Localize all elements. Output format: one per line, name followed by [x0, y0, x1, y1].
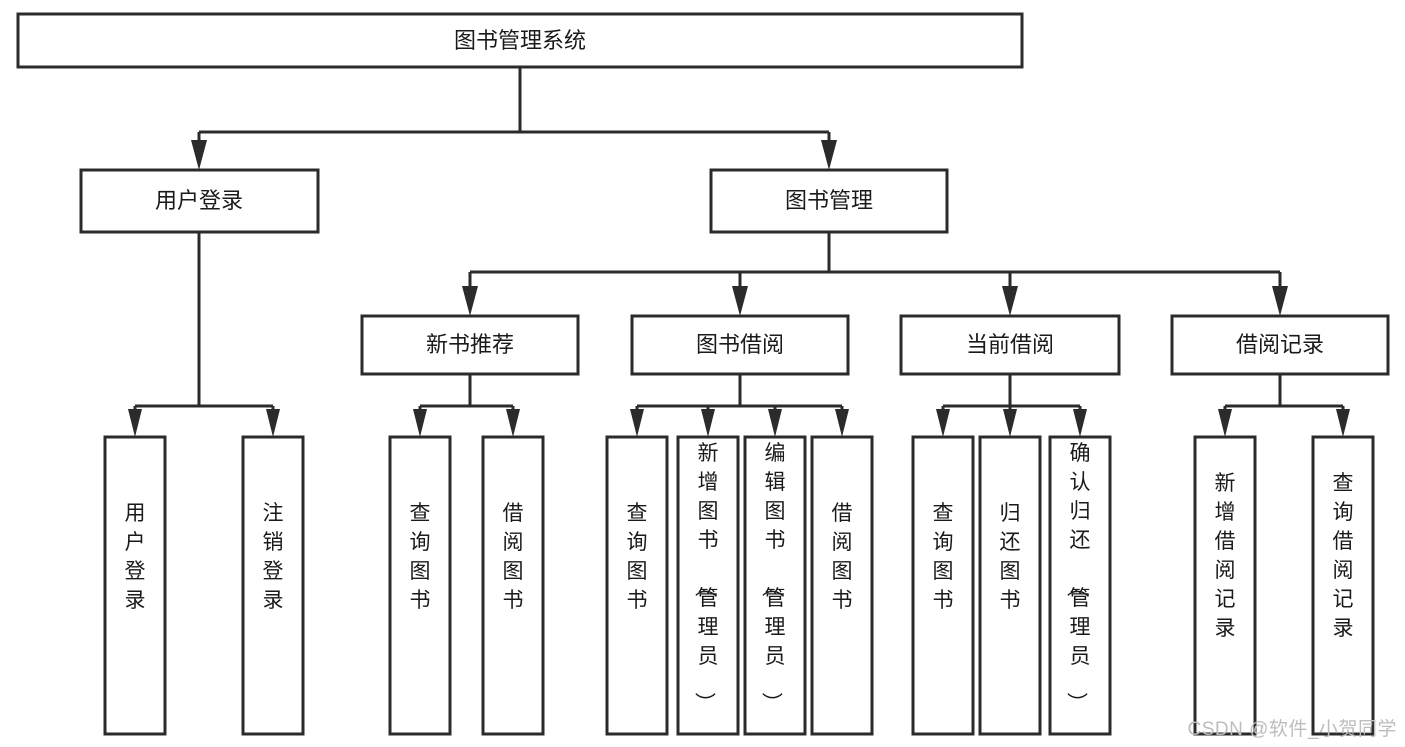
node-leaf-borrow-book-1[interactable]: 借阅图书	[481, 435, 545, 736]
node-new-book-recommend-box[interactable]	[360, 314, 580, 376]
csdn-watermark: CSDN @软件_小贺同学	[1187, 719, 1397, 740]
node-leaf-add-book-label: 新增图书（管理员）	[693, 442, 719, 713]
node-leaf-query-book-2[interactable]: 查询图书	[605, 435, 669, 736]
arrow-head-current-borrow	[1002, 286, 1018, 316]
node-borrow-record[interactable]: 借阅记录	[1170, 314, 1390, 376]
node-current-borrow-box[interactable]	[899, 314, 1121, 376]
arrow-head-leaf-query-book-1	[413, 409, 427, 437]
node-leaf-query-record[interactable]: 查询借阅记录	[1311, 435, 1375, 736]
connector-group-user-login-leaves	[128, 232, 280, 437]
node-leaf-query-book-3-label: 查询图书	[933, 502, 954, 612]
node-book-borrow-label: 图书借阅	[696, 332, 784, 357]
connector-group-current-borrow-leaves	[936, 374, 1087, 437]
arrow-head-leaf-borrow-book-1	[506, 409, 520, 437]
node-leaf-query-book-3-box[interactable]	[911, 435, 975, 736]
arrow-head-new-book-recommend	[462, 286, 478, 316]
connector-group-book-management-to-level3	[462, 232, 1288, 316]
node-leaf-query-book-1[interactable]: 查询图书	[388, 435, 452, 736]
node-leaf-borrow-book-2[interactable]: 借阅图书	[810, 435, 874, 736]
node-user-login[interactable]: 用户登录	[79, 168, 320, 234]
arrow-head-leaf-edit-book	[768, 409, 782, 437]
node-root-box[interactable]	[16, 12, 1024, 69]
node-borrow-record-box[interactable]	[1170, 314, 1390, 376]
node-leaf-borrow-book-1-box[interactable]	[481, 435, 545, 736]
arrow-head-leaf-add-book	[701, 409, 715, 437]
node-leaf-edit-book-box[interactable]	[743, 435, 807, 736]
node-leaf-query-book-1-label: 查询图书	[410, 502, 431, 612]
node-leaf-logout-login[interactable]: 注销登录	[241, 435, 305, 736]
node-leaf-borrow-book-1-label: 借阅图书	[503, 502, 524, 612]
arrow-head-book-borrow	[732, 286, 748, 316]
node-current-borrow-label: 当前借阅	[966, 332, 1054, 357]
node-book-borrow[interactable]: 图书借阅	[630, 314, 850, 376]
node-leaf-add-record-box[interactable]	[1193, 435, 1257, 736]
node-leaf-borrow-book-2-label: 借阅图书	[832, 502, 853, 612]
node-leaf-confirm-return-box[interactable]	[1048, 435, 1112, 736]
node-leaf-query-record-label: 查询借阅记录	[1333, 472, 1354, 640]
arrow-head-borrow-record	[1272, 286, 1288, 316]
node-leaf-confirm-return-label: 确认归还（管理员）	[1065, 442, 1091, 713]
node-root-label: 图书管理系统	[454, 28, 586, 53]
node-leaf-logout-login-label: 注销登录	[263, 502, 284, 612]
node-new-book-recommend[interactable]: 新书推荐	[360, 314, 580, 376]
node-leaf-query-book-3[interactable]: 查询图书	[911, 435, 975, 736]
node-book-management-label: 图书管理	[785, 188, 873, 213]
node-leaf-edit-book[interactable]: 编辑图书（管理员）	[743, 435, 807, 736]
node-leaf-return-book[interactable]: 归还图书	[978, 435, 1042, 736]
node-book-management-box[interactable]	[709, 168, 949, 234]
node-leaf-return-book-box[interactable]	[978, 435, 1042, 736]
arrow-head-leaf-logout-login	[266, 409, 280, 437]
arrow-head-leaf-borrow-book-2	[835, 409, 849, 437]
arrow-head-leaf-return-book	[1003, 409, 1017, 437]
node-new-book-recommend-label: 新书推荐	[426, 332, 514, 357]
node-leaf-edit-book-label: 编辑图书（管理员）	[760, 442, 786, 713]
node-root[interactable]: 图书管理系统	[16, 12, 1024, 69]
node-leaf-user-login-box[interactable]	[103, 435, 167, 736]
node-user-login-label: 用户登录	[155, 188, 243, 213]
node-leaf-return-book-label: 归还图书	[1000, 502, 1021, 612]
node-leaf-query-record-box[interactable]	[1311, 435, 1375, 736]
arrow-head-leaf-query-book-2	[630, 409, 644, 437]
node-leaf-user-login[interactable]: 用户登录	[103, 435, 167, 736]
arrow-head-leaf-user-login	[128, 409, 142, 437]
arrow-head-user-login	[191, 140, 207, 170]
arrow-head-leaf-query-record	[1336, 409, 1350, 437]
node-leaf-query-book-1-box[interactable]	[388, 435, 452, 736]
node-leaf-add-book-box[interactable]	[676, 435, 740, 736]
node-leaf-user-login-label: 用户登录	[125, 502, 146, 612]
arrow-head-leaf-confirm-return	[1073, 409, 1087, 437]
node-leaf-add-record-label: 新增借阅记录	[1215, 472, 1236, 640]
node-borrow-record-label: 借阅记录	[1236, 332, 1324, 357]
arrow-head-leaf-add-record	[1218, 409, 1232, 437]
connector-group-book-borrow-leaves	[630, 374, 849, 437]
node-leaf-borrow-book-2-box[interactable]	[810, 435, 874, 736]
node-leaf-add-record[interactable]: 新增借阅记录	[1193, 435, 1257, 736]
arrow-head-leaf-query-book-3	[936, 409, 950, 437]
node-leaf-logout-login-box[interactable]	[241, 435, 305, 736]
node-user-login-box[interactable]	[79, 168, 320, 234]
connector-group-root-to-level2	[191, 67, 837, 170]
connector-group-new-book-recommend-leaves	[413, 374, 520, 437]
node-leaf-query-book-2-box[interactable]	[605, 435, 669, 736]
node-leaf-add-book[interactable]: 新增图书（管理员）	[676, 435, 740, 736]
node-book-management[interactable]: 图书管理	[709, 168, 949, 234]
node-leaf-confirm-return[interactable]: 确认归还（管理员）	[1048, 435, 1112, 736]
node-book-borrow-box[interactable]	[630, 314, 850, 376]
connector-group-borrow-record-leaves	[1218, 374, 1350, 437]
node-current-borrow[interactable]: 当前借阅	[899, 314, 1121, 376]
arrow-head-book-management	[821, 140, 837, 170]
node-leaf-query-book-2-label: 查询图书	[627, 502, 648, 612]
